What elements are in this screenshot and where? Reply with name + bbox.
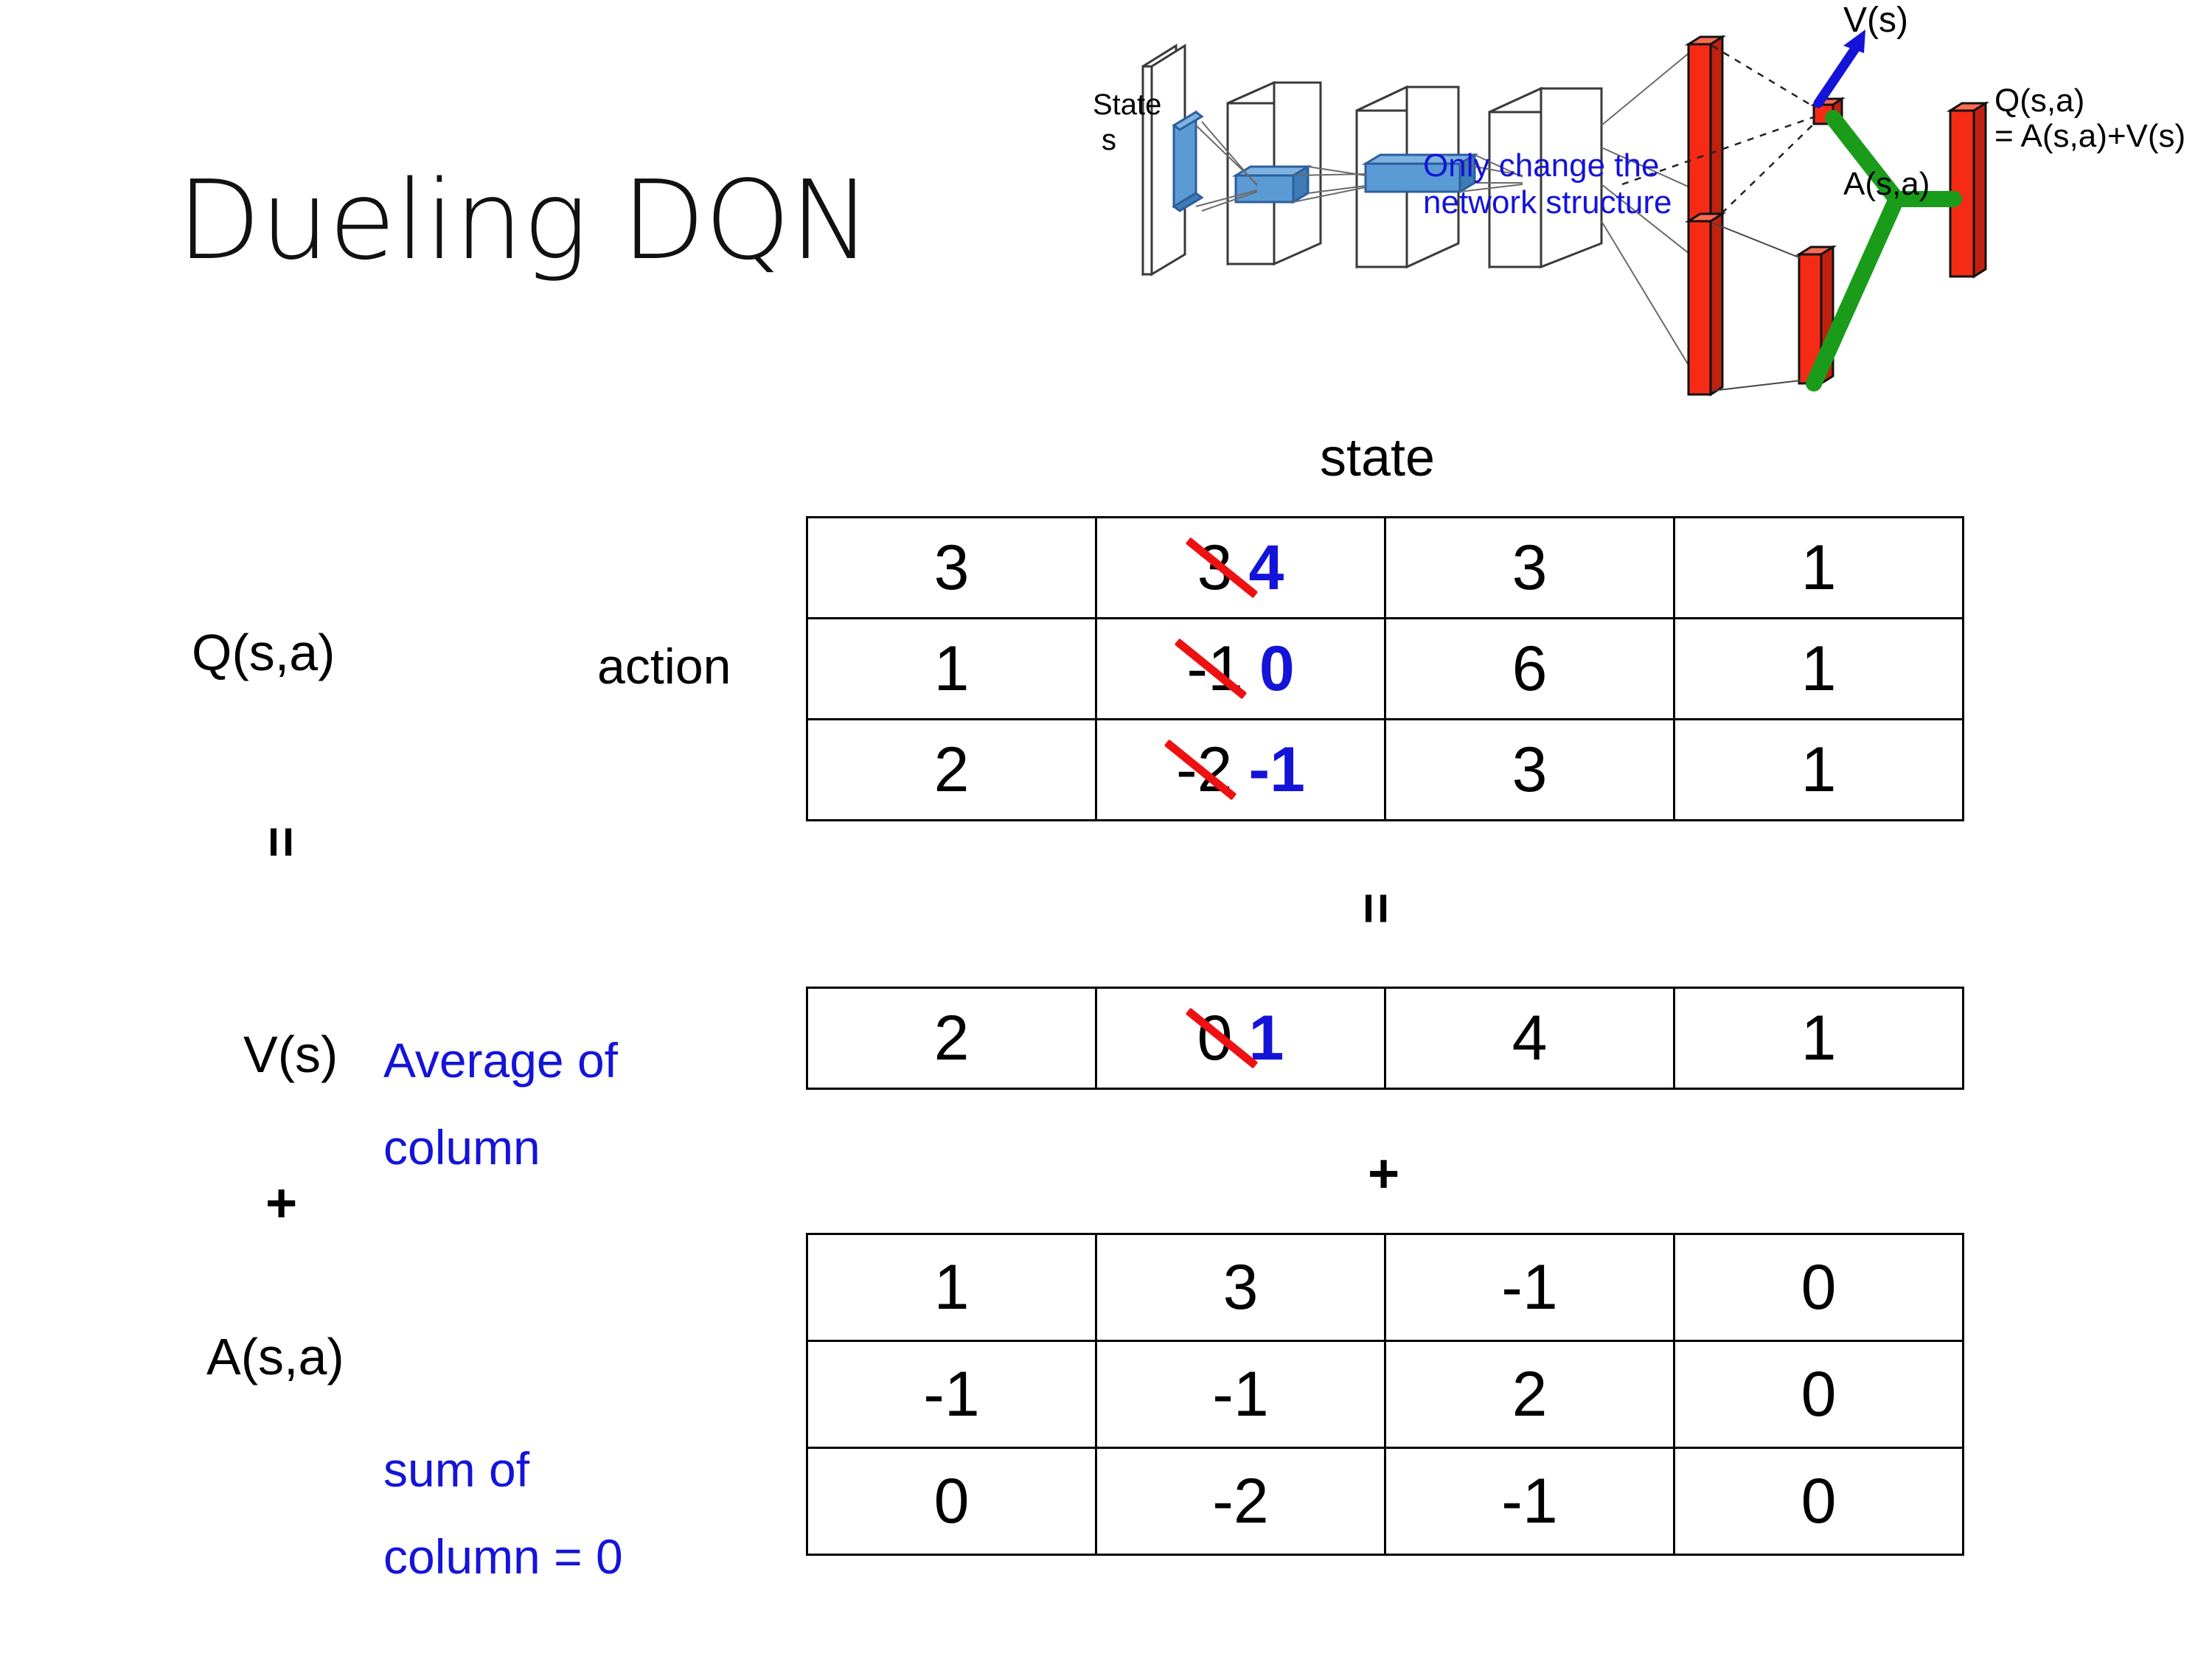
table-cell: -1 bbox=[1095, 1340, 1386, 1449]
value-stream-bar-icon bbox=[1684, 35, 1727, 227]
table-cell: 4 bbox=[1384, 987, 1675, 1090]
equals-operator-mid: = bbox=[1346, 892, 1408, 925]
table-cell: 2 bbox=[1384, 1340, 1675, 1449]
table-cell: 1 bbox=[806, 617, 1097, 720]
value-output-arrow-icon bbox=[1813, 29, 1865, 108]
state-axis-label: state bbox=[1320, 428, 1436, 487]
v-note-line1: Average of bbox=[383, 1033, 619, 1088]
table-cell: 0 bbox=[1673, 1340, 1964, 1449]
page-title: Dueling DQN bbox=[177, 157, 872, 284]
table-cell: 2 bbox=[806, 718, 1097, 821]
combine-connector bbox=[1806, 110, 1962, 392]
plus-operator-mid: + bbox=[1368, 1143, 1400, 1204]
plus-operator-left: + bbox=[265, 1172, 298, 1234]
table-cell: -1 bbox=[806, 1340, 1097, 1449]
input-state-symbol: s bbox=[1102, 124, 1116, 156]
table-cell: 3 bbox=[1095, 1233, 1386, 1342]
input-receptive-field-icon bbox=[1172, 110, 1204, 212]
a-label: A(s,a) bbox=[206, 1328, 344, 1385]
new-value: -1 bbox=[1248, 734, 1305, 805]
value-stream-label: V(s) bbox=[1843, 1, 1908, 40]
equals-operator-left: = bbox=[251, 826, 313, 858]
table-cell: 1 bbox=[806, 1233, 1097, 1342]
struck-old-value: -1 bbox=[1186, 633, 1243, 704]
table-cell: -1 bbox=[1384, 1447, 1675, 1556]
value-stream-links bbox=[1621, 44, 1816, 223]
a-note-line1: sum of bbox=[383, 1442, 530, 1497]
v-label: V(s) bbox=[243, 1026, 338, 1083]
table-cell: 1 bbox=[1673, 987, 1964, 1090]
table-cell: -2-1 bbox=[1095, 718, 1386, 821]
q-output-label-line2: = A(s,a)+V(s) bbox=[1994, 118, 2186, 154]
network-svg bbox=[1141, 29, 1990, 397]
advantage-stream-bar-icon bbox=[1684, 212, 1727, 397]
table-cell: -2 bbox=[1095, 1447, 1386, 1556]
q-output-bar-icon bbox=[1946, 101, 1990, 279]
input-plane-icon bbox=[1141, 44, 1186, 276]
conv-block-3-icon bbox=[1488, 86, 1603, 269]
table-cell: 0 bbox=[1673, 1447, 1964, 1556]
struck-old-value: 0 bbox=[1197, 1002, 1233, 1074]
a-note-line2: column = 0 bbox=[383, 1529, 623, 1584]
table-cell: 3 bbox=[1384, 718, 1675, 821]
table-cell: 1 bbox=[1673, 718, 1964, 821]
table-cell: 1 bbox=[1673, 516, 1964, 619]
table-cell: 0 bbox=[806, 1447, 1097, 1556]
diagram-note-line1: Only change the bbox=[1423, 147, 1660, 184]
connection-lines bbox=[1195, 44, 1700, 384]
v-note-line2: column bbox=[383, 1120, 540, 1175]
table-cell: -1 bbox=[1384, 1233, 1675, 1342]
q-output-label-line1: Q(s,a) bbox=[1994, 83, 2085, 119]
table-cell: 3 bbox=[1384, 516, 1675, 619]
struck-old-value: -2 bbox=[1176, 734, 1233, 805]
advantage-stream-links bbox=[1711, 222, 1801, 392]
edited-cell: -2-1 bbox=[1176, 734, 1305, 807]
new-value: 0 bbox=[1259, 633, 1295, 704]
struck-old-value: 3 bbox=[1197, 532, 1233, 603]
diagram-note-line2: network structure bbox=[1423, 184, 1672, 220]
q-label: Q(s,a) bbox=[192, 624, 335, 681]
input-state-label: State bbox=[1093, 88, 1162, 121]
table-cell: 6 bbox=[1384, 617, 1675, 720]
action-axis-label: action bbox=[597, 639, 731, 695]
advantage-stream-label: A(s,a) bbox=[1843, 166, 1930, 202]
table-cell: 2 bbox=[806, 987, 1097, 1090]
table-cell: 0 bbox=[1673, 1233, 1964, 1342]
table-cell: 1 bbox=[1673, 617, 1964, 720]
table-cell: 3 bbox=[806, 516, 1097, 619]
conv-block-1-patch-icon bbox=[1231, 164, 1312, 204]
dueling-network-diagram: State s Only change the network structur… bbox=[1093, 0, 2212, 413]
